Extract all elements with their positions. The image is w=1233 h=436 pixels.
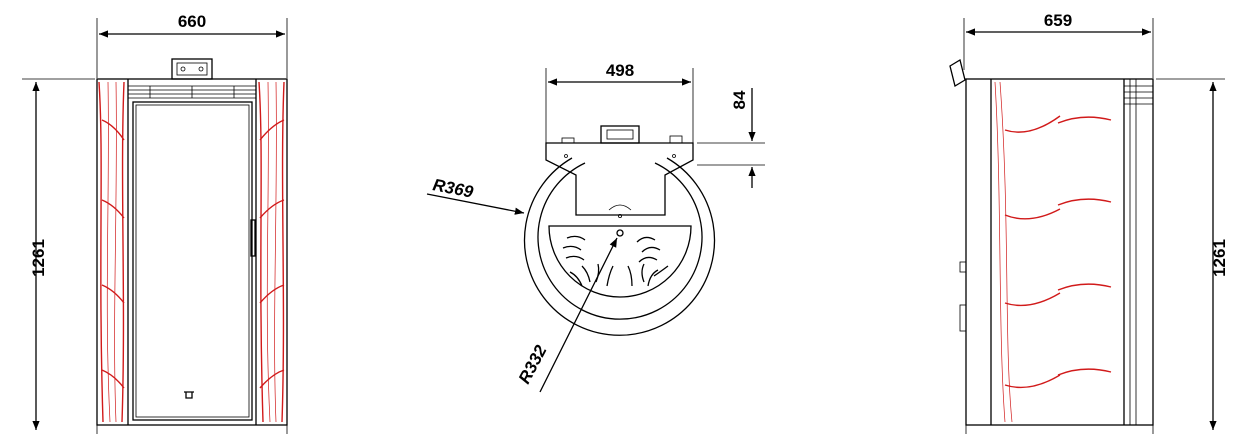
- radius-outer-label: R369: [431, 175, 475, 202]
- front-view: 660 1261: [22, 12, 288, 434]
- top-width-label: 498: [606, 61, 634, 80]
- control-panel: [171, 58, 213, 80]
- side-width-label: 659: [1044, 11, 1072, 30]
- side-control-panel: [949, 58, 966, 88]
- front-height-label: 1261: [29, 239, 48, 277]
- door-latch: [184, 391, 194, 399]
- top-panel: [545, 142, 694, 216]
- side-height-label: 1261: [1210, 239, 1229, 277]
- outer-ring: [523, 157, 716, 336]
- burner-grate: [548, 225, 692, 298]
- stove-body-front: [96, 78, 288, 426]
- top-depth-label: 84: [730, 90, 749, 109]
- stove-body-side: [965, 78, 1154, 426]
- door-handle: [250, 219, 256, 257]
- side-view: 659 1261: [949, 11, 1229, 434]
- front-door: [132, 101, 253, 421]
- side-decor-1: [1004, 115, 1061, 133]
- top-control-panel: [600, 125, 640, 144]
- front-width-label: 660: [178, 12, 206, 31]
- top-view: 498 84 R369 R332: [426, 61, 765, 393]
